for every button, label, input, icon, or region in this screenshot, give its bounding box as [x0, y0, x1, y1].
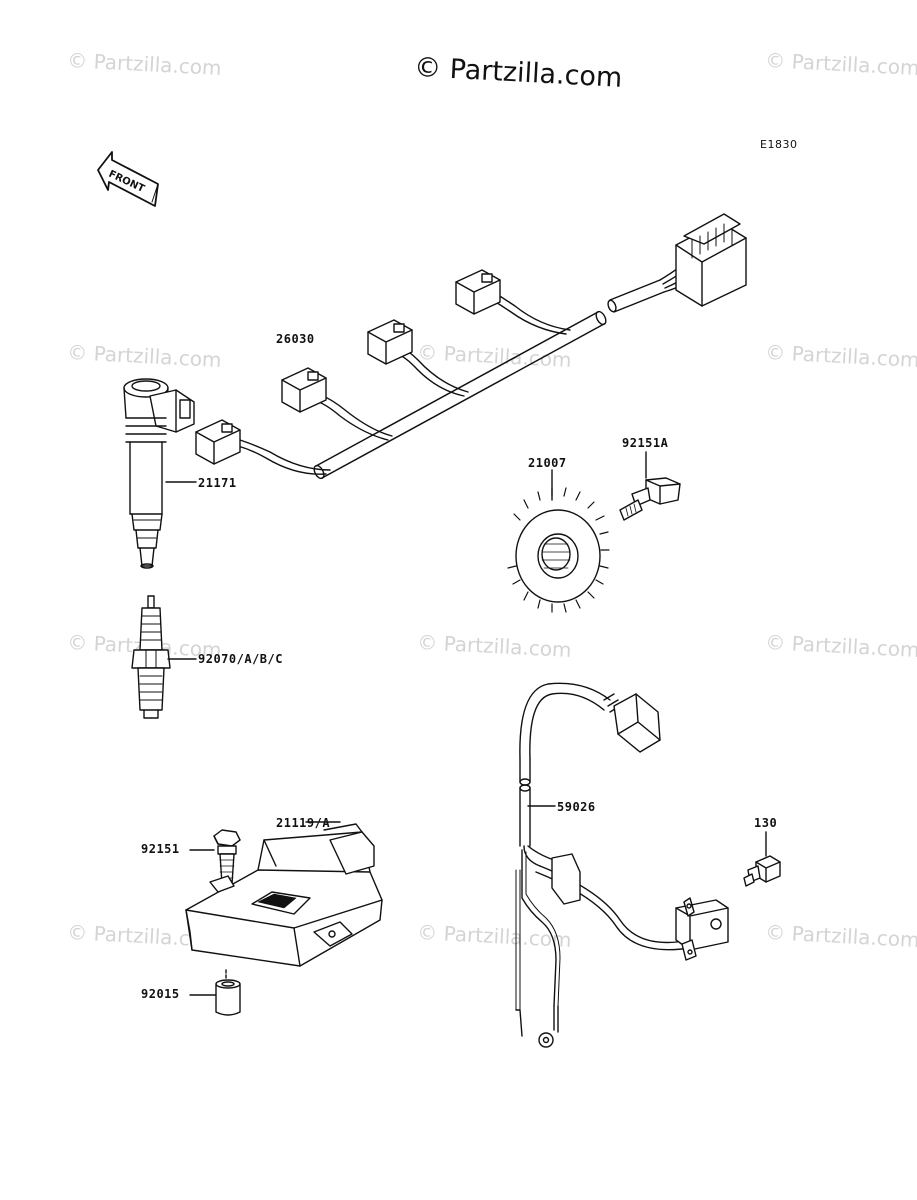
bolt-icon [619, 477, 681, 521]
spark-plug-icon [131, 595, 171, 719]
part-number-label[interactable]: 92151 [141, 842, 180, 856]
timing-rotor-icon [507, 487, 610, 613]
front-arrow-icon: FRONT [97, 151, 159, 207]
sublead-connector-icon [195, 419, 241, 465]
bolt-icon [743, 855, 781, 887]
part-number-label[interactable]: 130 [754, 816, 778, 830]
igniter-unit-icon [185, 823, 383, 967]
part-number-label[interactable]: 59026 [557, 800, 596, 814]
part-number-label[interactable]: 21171 [198, 476, 237, 490]
part-number-label[interactable]: 92070/A/B/C [198, 652, 283, 666]
ignition-harness [195, 213, 747, 480]
main-connector-icon [675, 213, 747, 307]
ignition-coil-icon [123, 378, 195, 569]
part-number-label[interactable]: 21007 [528, 456, 567, 470]
sublead-connector-icon [455, 269, 501, 315]
part-number-label[interactable]: 92015 [141, 987, 180, 1001]
crank-sensor-harness-icon [515, 682, 729, 1048]
part-number-label[interactable]: 92151A [622, 436, 669, 450]
sublead-connector-icon [281, 367, 327, 413]
collar-icon [215, 969, 241, 1016]
sublead-connector-icon [367, 319, 413, 365]
diagram-code: E1830 [760, 138, 798, 151]
part-number-label[interactable]: 21119/A [276, 816, 331, 830]
part-number-label[interactable]: 26030 [276, 332, 315, 346]
